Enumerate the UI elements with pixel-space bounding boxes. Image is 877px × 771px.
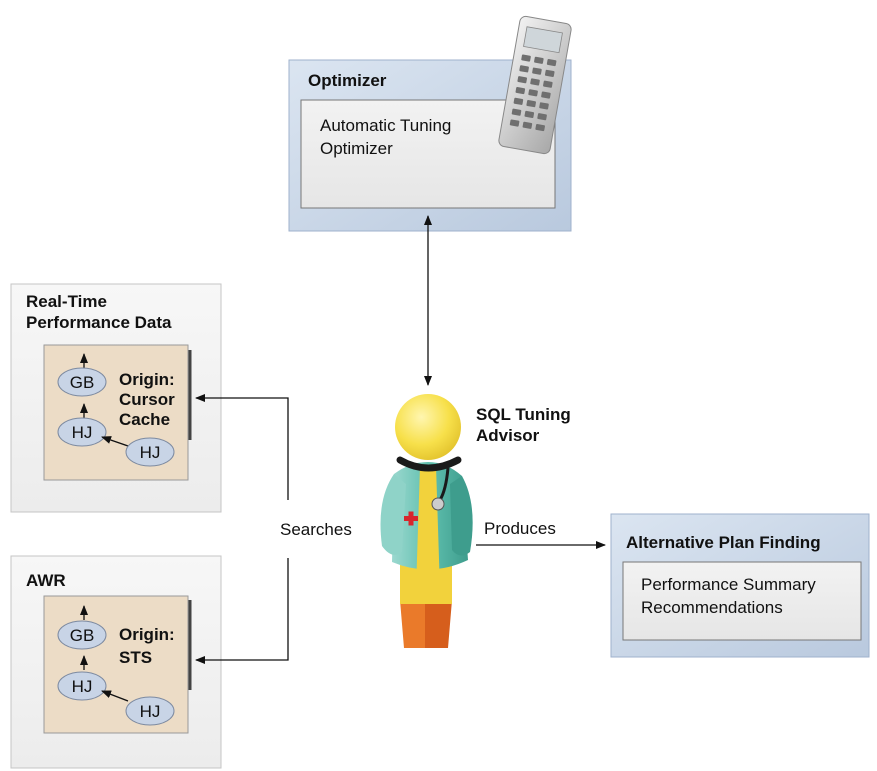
realtime-origin-line2: Cursor — [119, 390, 175, 409]
realtime-origin-line1: Origin: — [119, 370, 175, 389]
optimizer-inner-line1: Automatic Tuning — [320, 116, 451, 135]
searches-bracket-lower — [195, 558, 289, 664]
awr-panel: AWR GB HJ HJ Origin: STS — [10, 555, 222, 769]
produces-label: Produces — [484, 519, 556, 538]
realtime-title-line1: Real-Time — [26, 292, 107, 311]
calculator-icon — [498, 15, 572, 155]
awr-node-gb-label: GB — [70, 626, 95, 645]
searches-label: Searches — [280, 520, 352, 539]
advisor-label-line1: SQL Tuning — [476, 405, 571, 424]
realtime-node-hj2 — [125, 437, 175, 467]
awr-node-gb — [57, 620, 107, 650]
awr-origin-line1: Origin: — [119, 625, 175, 644]
realtime-node-gb — [57, 367, 107, 397]
realtime-panel: Real-Time Performance Data GB HJ HJ Orig… — [10, 283, 222, 513]
finding-inner-line1: Performance Summary — [641, 575, 816, 594]
awr-node-hj1-label: HJ — [72, 677, 93, 696]
advisor-head — [395, 394, 461, 460]
finding-panel: Alternative Plan Finding Performance Sum… — [610, 513, 870, 658]
realtime-node-hj2-label: HJ — [140, 443, 161, 462]
realtime-node-hj1 — [57, 417, 107, 447]
awr-node-hj1 — [57, 671, 107, 701]
searches-bracket — [195, 394, 289, 500]
connectors: Searches Produces — [195, 215, 606, 664]
finding-inner-box — [622, 561, 862, 641]
awr-node-hj2 — [125, 696, 175, 726]
realtime-node-hj1-label: HJ — [72, 423, 93, 442]
advisor-figure-icon — [380, 394, 473, 648]
awr-title: AWR — [26, 571, 66, 590]
finding-inner-line2: Recommendations — [641, 598, 783, 617]
optimizer-inner-line2: Optimizer — [320, 139, 393, 158]
realtime-origin-line3: Cache — [119, 410, 170, 429]
finding-title: Alternative Plan Finding — [626, 533, 821, 552]
realtime-title-line2: Performance Data — [26, 313, 172, 332]
realtime-node-gb-label: GB — [70, 373, 95, 392]
awr-origin-line2: STS — [119, 648, 152, 667]
optimizer-title: Optimizer — [308, 71, 387, 90]
advisor-label-line2: Advisor — [476, 426, 540, 445]
awr-node-hj2-label: HJ — [140, 702, 161, 721]
